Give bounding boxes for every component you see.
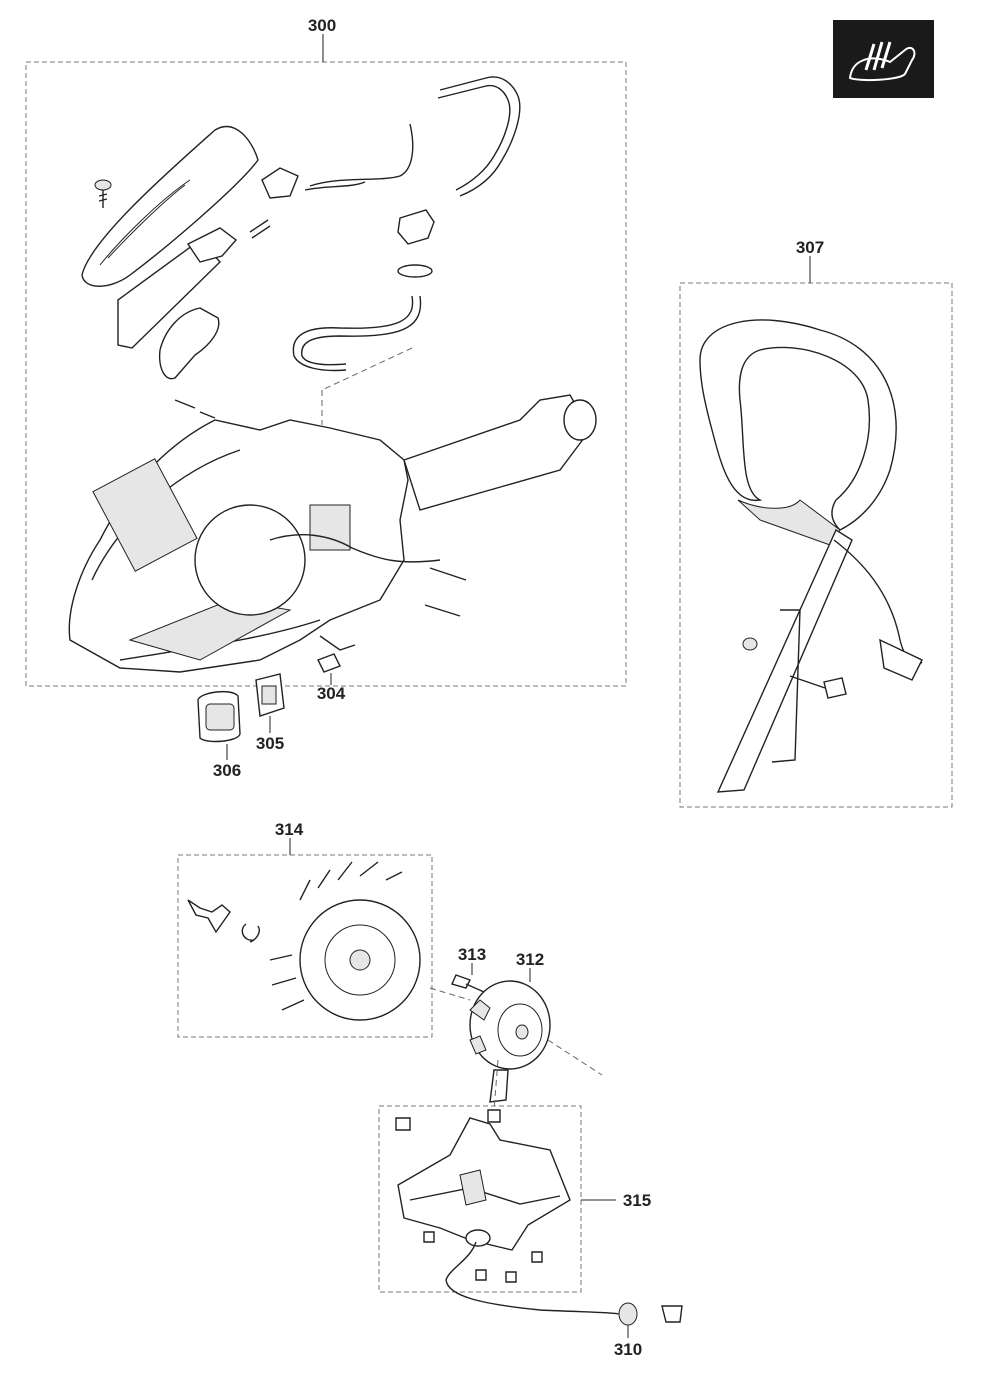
- bolt-307: [823, 677, 847, 699]
- callout-313: 313: [458, 945, 486, 964]
- group-315: [378, 1105, 621, 1315]
- housing-bore: [194, 504, 306, 616]
- callout-312: 312: [516, 950, 544, 969]
- callout-310: 310: [614, 1340, 642, 1359]
- frame-300: [25, 61, 627, 687]
- front-handle: [699, 319, 897, 531]
- handle-cover: [81, 125, 259, 287]
- screw-313: [451, 974, 471, 989]
- trigger-plate: [117, 239, 221, 349]
- callout-307: 307: [796, 238, 824, 257]
- frame-314: [177, 854, 433, 1038]
- callout-304: 304: [317, 684, 346, 703]
- coil-housing: [397, 1117, 571, 1251]
- connector-clip: [261, 167, 299, 199]
- spring-clip: [241, 923, 260, 943]
- boom-rail: [403, 394, 591, 511]
- frame-315: [378, 1105, 582, 1293]
- grommet-310: [618, 1302, 638, 1326]
- chainsaw-cut-icon: [833, 20, 934, 98]
- hatched-panel: [92, 458, 198, 572]
- switch-304: [317, 653, 341, 673]
- screw: [94, 179, 112, 208]
- parts-312-313: [451, 963, 603, 1111]
- handle-bar: [716, 528, 853, 793]
- callout-314: 314: [275, 820, 304, 839]
- ignition-module-312: [469, 980, 551, 1070]
- fuel-pickup: [397, 209, 435, 245]
- frame-307: [679, 282, 953, 808]
- callout-306: 306: [213, 761, 241, 780]
- trigger-lock: [158, 307, 220, 380]
- switch-window: [309, 504, 351, 551]
- callout-300: 300: [308, 16, 336, 35]
- callout-315: 315: [623, 1191, 651, 1210]
- return-hose: [292, 295, 414, 372]
- pawl-bolt: [187, 899, 231, 934]
- throttle-trigger: [186, 227, 238, 263]
- spring: [249, 219, 271, 239]
- part-310: [618, 1302, 683, 1338]
- group-300: [25, 34, 627, 760]
- spacer-307: [742, 637, 758, 651]
- switch-wire: [309, 123, 414, 187]
- spark-plug-terminal: [661, 1305, 683, 1323]
- callout-305: 305: [256, 734, 284, 753]
- ignition-cable: [445, 1241, 621, 1315]
- o-ring: [397, 264, 433, 278]
- group-307: [679, 256, 953, 808]
- coil-wire: [489, 1069, 509, 1103]
- group-314: [177, 838, 471, 1038]
- fuel-hose: [439, 76, 521, 197]
